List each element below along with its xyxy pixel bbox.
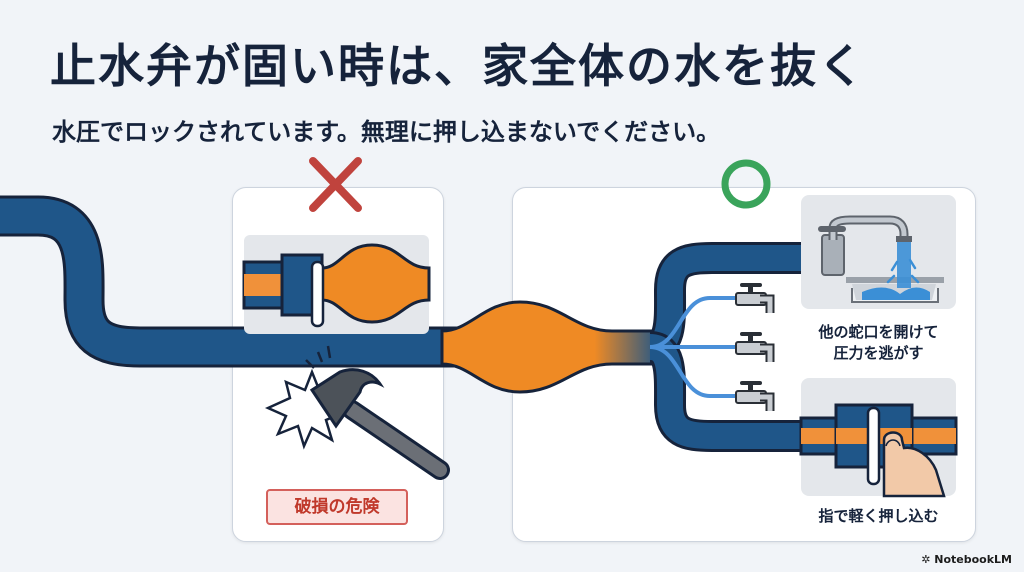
finger-push-inset xyxy=(799,378,958,498)
step-push-gently-caption: 指で軽く押し込む xyxy=(818,507,939,525)
page-title: 止水弁が固い時は、家全体の水を抜く xyxy=(50,39,866,93)
pressure-bulge xyxy=(440,300,662,394)
faucet-icon xyxy=(735,381,775,411)
hammer-icon xyxy=(264,345,450,480)
main-pipe xyxy=(0,195,460,368)
faucet-icon xyxy=(735,332,775,362)
wrong-mark-icon xyxy=(309,157,362,212)
watermark: ✲ NotebookLM xyxy=(921,553,1012,566)
stuck-valve-closeup xyxy=(242,235,431,334)
page-subtitle: 水圧でロックされています。無理に押し込まないでください。 xyxy=(52,118,721,146)
open-faucet-inset xyxy=(801,195,956,309)
correct-mark-icon xyxy=(721,159,771,209)
sparkle-icon: ✲ xyxy=(921,553,935,566)
damage-warning-badge: 破損の危険 xyxy=(266,489,408,525)
faucet-feed-lines xyxy=(649,296,738,398)
faucet-icon xyxy=(735,283,775,313)
step-open-faucets-caption: 他の蛇口を開けて 圧力を逃がす xyxy=(818,323,939,362)
split-pipes xyxy=(647,242,802,452)
